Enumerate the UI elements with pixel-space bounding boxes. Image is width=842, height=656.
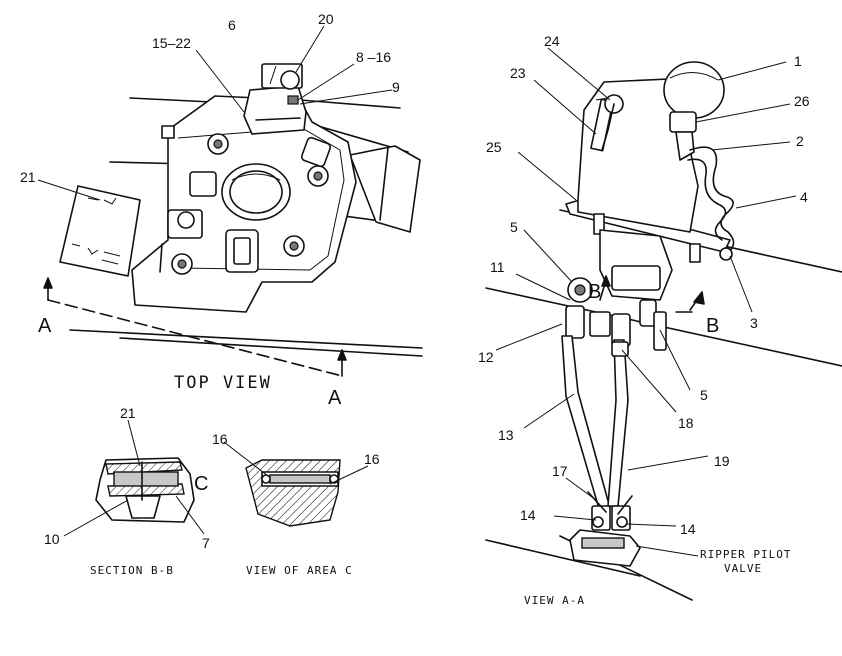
caption-ripper-line2: VALVE (724, 562, 762, 575)
callout-20: 20 (318, 11, 334, 27)
callout-1: 1 (794, 53, 802, 69)
leader-lines (37, 25, 797, 557)
callout-3: 3 (750, 315, 758, 331)
callout-numbers: 6 20 15–22 8 –16 9 21 A A TOP VIEW 21 C … (20, 11, 810, 607)
callout-8-16: 8 –16 (356, 49, 391, 65)
callout-10: 10 (44, 531, 60, 547)
callout-5-top: 5 (510, 219, 518, 235)
callout-14-right: 14 (680, 521, 696, 537)
marker-b-right: B (706, 315, 719, 337)
section-bb (95, 457, 195, 523)
marker-b-left: B (588, 281, 601, 303)
marker-a-right: A (328, 387, 342, 409)
caption-top-view: TOP VIEW (174, 373, 272, 393)
callout-16-left: 16 (212, 431, 228, 447)
callout-2: 2 (796, 133, 804, 149)
view-area-c (245, 459, 341, 527)
callout-19: 19 (714, 453, 730, 469)
callout-7: 7 (202, 535, 210, 551)
callout-23: 23 (510, 65, 526, 81)
marker-a-left: A (38, 315, 52, 337)
section-line-aa (43, 277, 347, 377)
callout-6: 6 (228, 17, 236, 33)
callout-15-22: 15–22 (152, 35, 191, 51)
callout-13: 13 (498, 427, 514, 443)
caption-section-bb: SECTION B-B (90, 564, 174, 577)
marker-c: C (194, 473, 208, 495)
callout-11: 11 (490, 259, 505, 275)
callout-21-section: 21 (120, 405, 136, 421)
caption-view-area-c: VIEW OF AREA C (246, 564, 353, 577)
callout-12: 12 (478, 349, 494, 365)
caption-ripper-line1: RIPPER PILOT (700, 548, 791, 561)
callout-9: 9 (392, 79, 400, 95)
callout-26: 26 (794, 93, 810, 109)
top-view (59, 63, 423, 357)
callout-16-right: 16 (364, 451, 380, 467)
callout-14-left: 14 (520, 507, 536, 523)
view-aa (485, 61, 842, 601)
callout-17: 17 (552, 463, 568, 479)
callout-21-top: 21 (20, 169, 36, 185)
caption-view-aa: VIEW A-A (524, 594, 585, 607)
callout-4: 4 (800, 189, 808, 205)
callout-18: 18 (678, 415, 694, 431)
callout-24: 24 (544, 33, 560, 49)
callout-5-bottom: 5 (700, 387, 708, 403)
callout-25: 25 (486, 139, 502, 155)
